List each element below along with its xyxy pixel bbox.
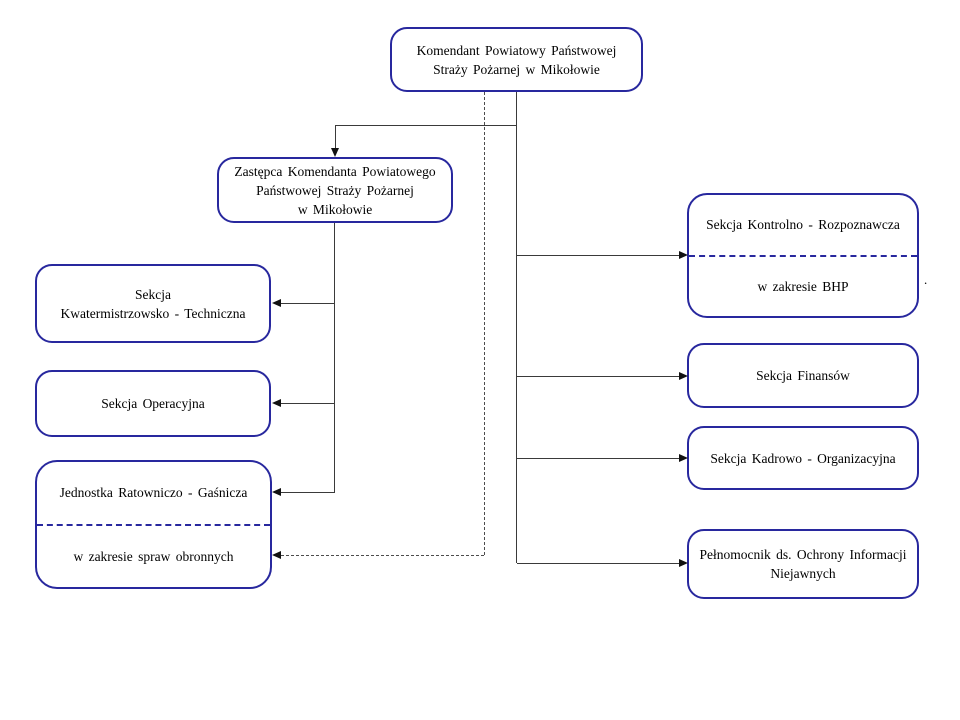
arrowhead-hr [679,454,688,462]
connector-finance [517,376,680,377]
dashed-connector-horizontal [281,555,484,556]
node-operations-line1: Sekcja Operacyjna [101,396,205,411]
node-security-line1: Pełnomocnik ds. Ochrony Informacji [699,547,907,562]
node-finance: Sekcja Finansów [687,343,919,408]
arrowhead-quartermaster [272,299,281,307]
connector-right-trunk [516,92,517,563]
node-quartermaster-line2: Kwatermistrzowsko - Techniczna [60,305,246,321]
node-deputy-line3: w Mikołowie [297,201,373,217]
arrowhead-security [679,559,688,567]
connector-hr [517,458,680,459]
node-security: Pełnomocnik ds. Ochrony Informacji Nieja… [687,529,919,599]
connector-control [517,255,680,256]
connector-security [517,563,680,564]
arrowhead-finance [679,372,688,380]
node-quartermaster: Sekcja Kwatermistrzowsko - Techniczna [35,264,271,343]
arrowhead-dashed-rescue [272,551,281,559]
node-operations: Sekcja Operacyjna [35,370,271,437]
dashed-connector-vertical [484,92,485,555]
node-control: Sekcja Kontrolno - Rozpoznawcza w zakres… [687,193,919,318]
connector-quartermaster [280,303,335,304]
node-rescue: Jednostka Ratowniczo - Gaśnicza w zakres… [35,460,272,589]
node-deputy-line2: Państwowej Straży Pożarnej [256,182,414,198]
node-control-title: Sekcja Kontrolno - Rozpoznawcza [706,217,900,233]
rescue-dashed-divider [37,523,270,526]
node-quartermaster-line1: Sekcja [135,286,171,302]
arrowhead-control [679,251,688,259]
control-dashed-divider [689,254,917,257]
connector-left-trunk [334,223,335,492]
node-deputy: Zastępca Komendanta Powiatowego Państwow… [217,157,453,223]
node-commander-line1: Komendant Powiatowy Państwowej [416,42,617,58]
node-commander-line2: Straży Pożarnej w Mikołowie [433,61,600,77]
node-rescue-subtitle: w zakresie spraw obronnych [73,548,234,564]
arrowhead-deputy [331,148,339,157]
node-hr-line1: Sekcja Kadrowo - Organizacyjna [710,450,896,466]
connector-operations [280,403,335,404]
stray-period-mark: . [924,272,928,287]
arrowhead-operations [272,399,281,407]
connector-deputy-horizontal [335,125,517,126]
arrowhead-rescue [272,488,281,496]
node-hr: Sekcja Kadrowo - Organizacyjna [687,426,919,490]
node-commander: Komendant Powiatowy Państwowej Straży Po… [390,27,643,92]
node-finance-line1: Sekcja Finansów [756,368,850,383]
node-security-line2: Niejawnych [770,566,836,581]
node-rescue-title: Jednostka Ratowniczo - Gaśnicza [59,485,248,501]
node-control-subtitle: w zakresie BHP [757,278,849,294]
node-deputy-line1: Zastępca Komendanta Powiatowego [234,163,436,179]
connector-deputy-vertical [335,125,336,150]
connector-rescue [280,492,335,493]
